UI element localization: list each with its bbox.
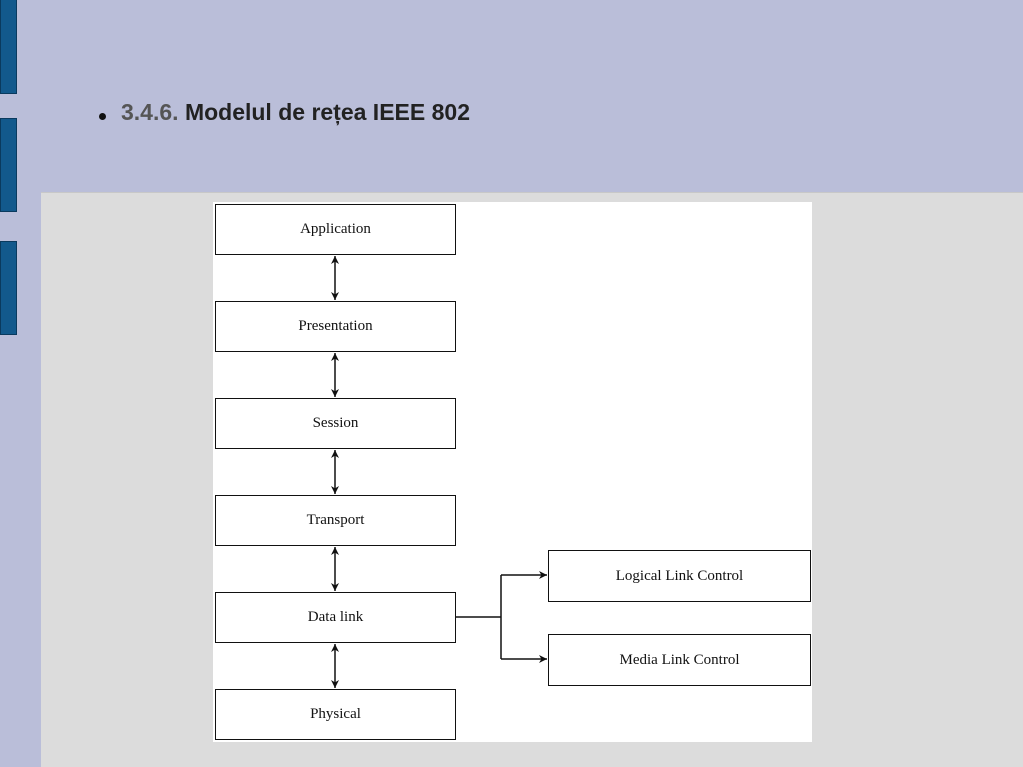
sublayer-media-link-control: Media Link Control bbox=[548, 634, 811, 686]
diagram-connectors bbox=[331, 256, 547, 688]
layer-transport: Transport bbox=[215, 495, 456, 546]
side-bar-decoration-2 bbox=[0, 118, 17, 212]
title-number: 3.4.6. bbox=[121, 99, 179, 125]
layer-data-link: Data link bbox=[215, 592, 456, 643]
side-bar-decoration-1 bbox=[0, 0, 17, 94]
layer-session: Session bbox=[215, 398, 456, 449]
side-bar-decoration-3 bbox=[0, 241, 17, 335]
layer-presentation: Presentation bbox=[215, 301, 456, 352]
layer-application: Application bbox=[215, 204, 456, 255]
title-text: Modelul de rețea IEEE 802 bbox=[184, 99, 470, 125]
slide-title: 3.4.6. Modelul de rețea IEEE 802 bbox=[121, 99, 470, 126]
layer-physical: Physical bbox=[215, 689, 456, 740]
osi-ieee802-diagram: Application Presentation Session Transpo… bbox=[213, 202, 812, 742]
title-bullet-icon bbox=[99, 113, 106, 120]
sublayer-logical-link-control: Logical Link Control bbox=[548, 550, 811, 602]
branch-connector bbox=[455, 575, 502, 659]
